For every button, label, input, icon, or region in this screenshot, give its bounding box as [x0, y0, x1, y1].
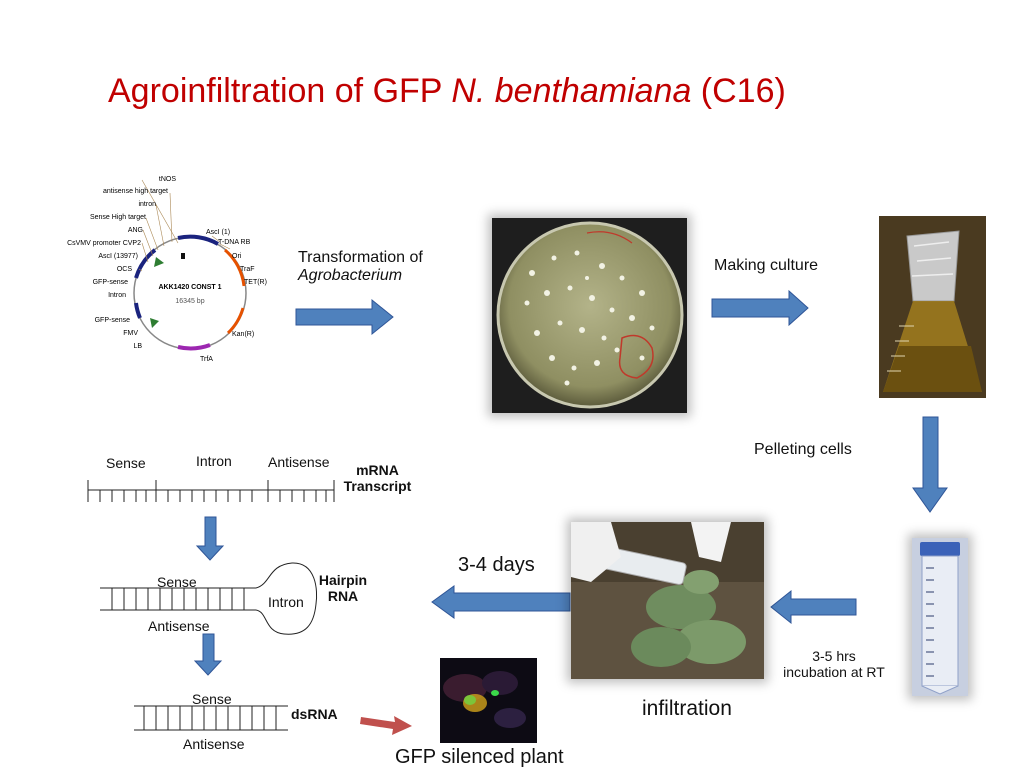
- hairpin-antisense-label: Antisense: [148, 618, 210, 634]
- svg-text:Kan(R): Kan(R): [232, 331, 254, 338]
- svg-text:GFP-sense: GFP-sense: [93, 279, 129, 286]
- petri-dish-photo: [492, 218, 687, 413]
- arrow-transformation: [295, 298, 394, 336]
- svg-text:intron: intron: [138, 201, 156, 208]
- svg-text:AscI (1): AscI (1): [206, 229, 230, 236]
- svg-text:OCS: OCS: [117, 266, 133, 273]
- gfp-plant-illustration: [440, 658, 537, 743]
- mrna-transcript-label: mRNA Transcript: [343, 462, 412, 494]
- hairpin-intron-label: Intron: [268, 594, 304, 610]
- hairpin-rna-label: Hairpin RNA: [318, 572, 368, 604]
- svg-text:Intron: Intron: [108, 292, 126, 299]
- pelleting-label: Pelleting cells: [754, 441, 852, 458]
- svg-text:tNOS: tNOS: [159, 176, 176, 183]
- culture-flask-photo: [879, 216, 986, 398]
- mrna-sense-label: Sense: [106, 455, 146, 471]
- svg-text:T-DNA RB: T-DNA RB: [218, 239, 251, 246]
- dsrna-sense-label: Sense: [192, 691, 232, 707]
- gfp-marker-top: [154, 257, 164, 267]
- svg-text:CsVMV promoter CVP2: CsVMV promoter CVP2: [67, 240, 141, 247]
- svg-text:TrfA: TrfA: [200, 356, 213, 363]
- arrow-pelleting: [912, 416, 948, 513]
- plasmid-segment-promoter: [134, 248, 157, 279]
- slide-title: Agroinfiltration of GFP N. benthamiana (…: [108, 72, 786, 110]
- infiltration-label: infiltration: [642, 697, 732, 720]
- arrow-red-gfp: [360, 716, 412, 735]
- petri-dish-illustration: [496, 221, 684, 409]
- arrow-incubation: [770, 589, 857, 625]
- svg-text:TET(R): TET(R): [244, 279, 267, 286]
- svg-text:LB: LB: [133, 343, 142, 350]
- dsrna-label: dsRNA: [291, 706, 338, 722]
- infiltration-photo: [571, 522, 764, 679]
- svg-text:Ori: Ori: [232, 253, 242, 260]
- falcon-tube-photo: [912, 538, 968, 696]
- infiltration-illustration: [571, 522, 764, 679]
- plasmid-segment-trfa: [177, 343, 211, 351]
- gfp-marker-bottom: [150, 318, 159, 328]
- mrna-antisense-label: Antisense: [268, 454, 330, 470]
- days-label: 3-4 days: [458, 554, 535, 576]
- gfp-plant-photo: [440, 658, 537, 743]
- svg-text:antisense high target: antisense high target: [103, 188, 168, 195]
- plasmid-map: AKK1420 CONST 1 16345 bp tNOS antisense …: [67, 176, 267, 363]
- making-culture-label: Making culture: [714, 257, 819, 274]
- arrow-mrna-down: [195, 516, 225, 561]
- tube-illustration: [912, 538, 968, 696]
- plasmid-segment-tdna: [177, 234, 219, 246]
- svg-text:TraF: TraF: [240, 266, 255, 273]
- plasmid-segment-kan: [226, 307, 245, 335]
- plasmid-segment-fmv: [134, 302, 142, 319]
- svg-text:Sense High target: Sense High target: [90, 214, 146, 221]
- hairpin-sense-label: Sense: [157, 574, 197, 590]
- transformation-label: Transformation of Agrobacterium: [298, 249, 423, 284]
- flask-illustration: [879, 216, 986, 398]
- svg-text:GFP-sense: GFP-sense: [95, 317, 131, 324]
- gfp-silenced-label: GFP silenced plant: [395, 746, 564, 768]
- svg-text:ANG: ANG: [128, 227, 143, 234]
- plasmid-name: AKK1420 CONST 1: [158, 284, 221, 291]
- arrow-hairpin-down: [193, 633, 223, 676]
- svg-text:FMV: FMV: [123, 330, 138, 337]
- plasmid-size: 16345 bp: [175, 298, 204, 305]
- dsrna-antisense-label: Antisense: [183, 736, 245, 752]
- dsrna-structure: [134, 705, 288, 731]
- svg-text:AscI (13977): AscI (13977): [98, 253, 138, 260]
- mrna-intron-label: Intron: [196, 453, 232, 469]
- plasmid-segment-tet: [223, 248, 246, 287]
- hairpin-structure: [100, 562, 318, 635]
- arrow-making-culture: [711, 289, 809, 327]
- incubation-label: 3-5 hrs incubation at RT: [783, 648, 885, 680]
- mrna-strand: [87, 480, 335, 502]
- arrow-days: [431, 585, 571, 619]
